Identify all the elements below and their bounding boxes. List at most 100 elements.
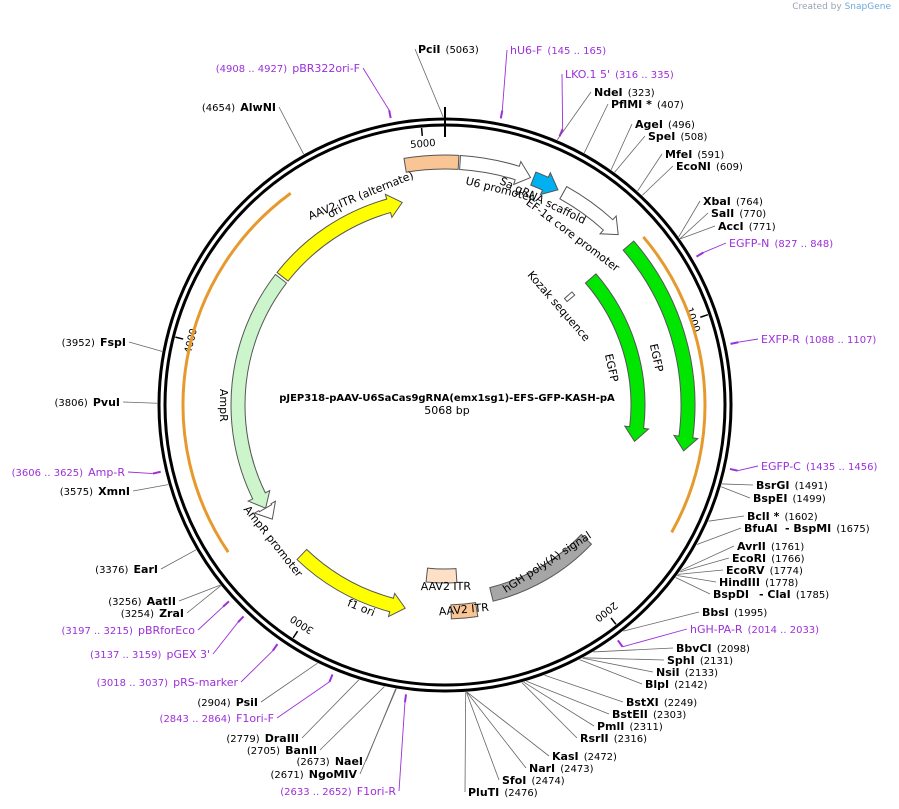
enzyme-position: (771) xyxy=(749,222,776,233)
enzyme-label[interactable]: (3806) PvuI xyxy=(54,391,120,410)
enzyme-label[interactable]: NarI (2473) xyxy=(529,757,594,776)
enzyme-name: XbaI xyxy=(703,195,731,208)
enzyme-label[interactable]: KasI (2472) xyxy=(552,745,617,764)
primer-label[interactable]: (3137 .. 3159) pGEX 3' xyxy=(90,643,210,662)
enzyme-position: (764) xyxy=(736,197,763,208)
primer-label[interactable]: EGFP-C (1435 .. 1456) xyxy=(761,455,877,474)
feature-label: EGFP xyxy=(647,343,666,374)
feature-label: ori xyxy=(325,203,344,221)
primer-label[interactable]: (2633 .. 2652) F1ori-R xyxy=(280,780,396,799)
enzyme-label[interactable]: BbvCI (2098) xyxy=(676,637,750,656)
enzyme-label[interactable]: BbsI (1995) xyxy=(702,601,767,620)
enzyme-label[interactable]: BspDI xyxy=(713,588,749,601)
enzyme-label[interactable]: SalI (770) xyxy=(711,202,766,221)
enzyme-label[interactable]: HindIII (1778) xyxy=(719,571,798,590)
feature-arc[interactable] xyxy=(489,533,593,602)
primer-label[interactable]: (4908 .. 4927) pBR322ori-F xyxy=(216,57,360,76)
primer-label[interactable]: hU6-F (145 .. 165) xyxy=(510,39,606,58)
enzyme-label[interactable]: BsrGI (1491) xyxy=(756,474,828,493)
enzyme-label[interactable]: (3575) XmnI xyxy=(60,480,130,499)
enzyme-label[interactable]: EcoRV (1774) xyxy=(726,559,803,578)
primer-label[interactable]: (3197 .. 3215) pBRforEco xyxy=(61,619,195,638)
enzyme-label[interactable]: PluTI (2476) xyxy=(468,781,538,800)
enzyme-label[interactable]: PflMI * (407) xyxy=(611,93,684,112)
primer-label[interactable]: (3018 .. 3037) pRS-marker xyxy=(97,671,239,690)
enzyme-label[interactable]: (3952) FspI xyxy=(62,331,126,350)
enzyme-label[interactable]: PciI (5063) xyxy=(418,38,479,57)
feature-arc[interactable] xyxy=(253,500,277,520)
enzyme-label[interactable]: PmlI (2311) xyxy=(597,715,663,734)
feature-arc[interactable] xyxy=(425,567,458,584)
enzyme-label[interactable]: (2705) BanII xyxy=(247,739,317,758)
primer-position: (3606 .. 3625) xyxy=(12,468,84,479)
enzyme-label[interactable]: BspEI (1499) xyxy=(753,487,826,506)
enzyme-label[interactable]: (2779) DraIII xyxy=(226,727,299,746)
tick-label: 5000 xyxy=(410,138,436,151)
enzyme-label[interactable]: (2671) NgoMIV xyxy=(270,763,357,782)
enzyme-label[interactable]: BstXI (2249) xyxy=(626,691,697,710)
feature-arc[interactable] xyxy=(450,602,479,620)
enzyme-leader-line xyxy=(579,659,643,685)
primer-leader-line xyxy=(276,681,330,719)
feature-label: AAV2 ITR xyxy=(421,580,472,593)
primer-site-mark xyxy=(558,128,564,137)
enzyme-label[interactable]: (3376) EarI xyxy=(95,558,158,577)
enzyme-label[interactable]: EcoNI (609) xyxy=(676,155,743,174)
enzyme-label[interactable]: SfoI (2474) xyxy=(502,769,565,788)
enzyme-label[interactable]: (3254) ZraI xyxy=(121,602,184,621)
feature-arc[interactable] xyxy=(403,154,460,173)
primer-label[interactable]: LKO.1 5' (316 .. 335) xyxy=(565,63,674,82)
enzyme-label[interactable]: NdeI (323) xyxy=(594,81,655,100)
feature-arc[interactable] xyxy=(530,171,559,196)
primer-name: LKO.1 5' xyxy=(565,68,610,81)
enzyme-label[interactable]: (4654) AlwNI xyxy=(202,96,276,115)
enzyme-label[interactable]: BstEII (2303) xyxy=(612,703,686,722)
primer-label[interactable]: EXFP-R (1088 .. 1107) xyxy=(761,328,876,347)
enzyme-label[interactable]: - BspMI (1675) xyxy=(785,517,870,536)
primer-label[interactable]: (2843 .. 2864) F1ori-F xyxy=(160,707,274,726)
enzyme-position: (3575) xyxy=(60,487,93,498)
enzyme-label[interactable]: SpeI (508) xyxy=(648,125,707,144)
enzyme-label[interactable]: AgeI (496) xyxy=(635,113,695,132)
enzyme-label[interactable]: AccI (771) xyxy=(718,215,776,234)
enzyme-label[interactable]: SphI (2131) xyxy=(667,649,733,668)
enzyme-leader-line xyxy=(466,691,550,757)
enzyme-label[interactable]: XbaI (764) xyxy=(703,190,763,209)
enzyme-position: (2705) xyxy=(247,746,280,757)
primer-label[interactable]: hGH-PA-R (2014 .. 2033) xyxy=(690,618,819,637)
enzyme-label[interactable]: - ClaI (1785) xyxy=(759,583,829,602)
primer-label[interactable]: EGFP-N (827 .. 848) xyxy=(729,232,833,251)
enzyme-label[interactable]: AvrII (1761) xyxy=(737,535,804,554)
enzyme-label[interactable]: (3256) AatII xyxy=(108,590,176,609)
enzyme-labels[interactable]: PciI (5063) (4654) AlwNI NdeI (323)PflMI *… xyxy=(54,38,869,800)
feature-arc[interactable] xyxy=(459,154,532,186)
primer-site-mark xyxy=(237,615,245,623)
primer-label[interactable]: (3606 .. 3625) Amp-R xyxy=(12,461,126,480)
enzyme-label[interactable]: (2673) NaeI xyxy=(296,750,363,769)
primer-position: (316 .. 335) xyxy=(615,70,674,81)
enzyme-leader-line xyxy=(637,153,663,192)
enzyme-label[interactable]: NsiI (2133) xyxy=(656,661,718,680)
enzyme-name: NaeI xyxy=(335,755,363,768)
feature-arc[interactable] xyxy=(559,185,619,236)
snapgene-credit: Created by SnapGene xyxy=(792,2,891,12)
feature-arc[interactable] xyxy=(584,273,650,443)
feature-arc[interactable] xyxy=(296,548,406,618)
primer-labels[interactable]: hU6-F (145 .. 165) LKO.1 5' (316 .. 335) E… xyxy=(12,39,878,799)
enzyme-leader-line xyxy=(696,527,742,545)
enzyme-position: (1774) xyxy=(770,566,803,577)
enzyme-label[interactable]: RsrII (2316) xyxy=(580,727,647,746)
enzyme-leader-line xyxy=(544,674,624,703)
enzyme-label[interactable]: BclI * (1602) xyxy=(747,505,818,524)
feature-arc[interactable] xyxy=(622,240,699,452)
feature-arc[interactable] xyxy=(276,193,403,282)
enzyme-label[interactable]: BfuAI xyxy=(744,522,778,535)
enzyme-label[interactable]: (2904) PsiI xyxy=(197,691,258,710)
primer-name: pRS-marker xyxy=(173,676,238,689)
enzyme-label[interactable]: BlpI (2142) xyxy=(645,673,708,692)
enzyme-label[interactable]: EcoRI (1766) xyxy=(732,547,805,566)
feature-arc[interactable] xyxy=(563,291,576,303)
primer-leader-line xyxy=(737,465,759,472)
feature-arc[interactable] xyxy=(230,273,288,509)
enzyme-label[interactable]: MfeI (591) xyxy=(665,143,724,162)
